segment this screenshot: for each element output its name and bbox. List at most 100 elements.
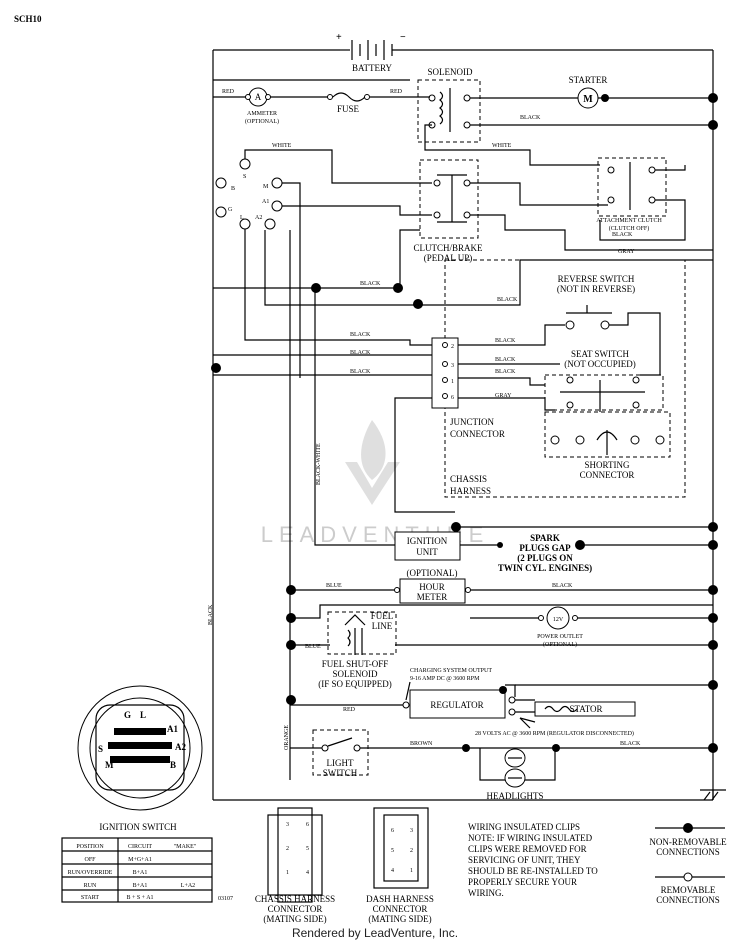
dash-pin: 3 bbox=[410, 828, 413, 834]
dash-conn-label-1: DASH HARNESS bbox=[366, 894, 434, 904]
regulator: REGULATOR bbox=[402, 689, 516, 719]
light-switch-label-2: SWITCH bbox=[323, 768, 358, 778]
term-a2: A2 bbox=[255, 215, 262, 221]
face-g: G bbox=[124, 710, 131, 720]
chassis-pin: 2 bbox=[286, 846, 289, 852]
junction-label-1: JUNCTION bbox=[450, 417, 494, 427]
chassis-pin: 3 bbox=[286, 822, 289, 828]
note-line: CLIPS WERE REMOVED FOR bbox=[468, 844, 587, 854]
fuel-shutoff-label-2: SOLENOID bbox=[333, 669, 378, 679]
wire-label-black: BLACK bbox=[520, 115, 541, 121]
hour-meter-label-2: METER bbox=[417, 592, 448, 602]
ammeter-label: AMMETER bbox=[247, 111, 277, 117]
fuel-shutoff-solenoid: FUEL LINE FUEL SHUT-OFF SOLENOID (IF SO … bbox=[318, 611, 397, 689]
face-a2: A2 bbox=[175, 742, 186, 752]
chassis-harness-connector: 3 6 2 5 1 4 CHASSIS HARNESS CONNECTOR (M… bbox=[255, 807, 335, 924]
spark-plugs-label: SPARK PLUGS GAP (2 PLUGS ON TWIN CYL. EN… bbox=[498, 533, 592, 573]
term-m: M bbox=[263, 184, 269, 190]
table-cell: RUN/OVERRIDE bbox=[68, 870, 113, 876]
headlights-label: HEADLIGHTS bbox=[487, 791, 544, 801]
solenoid-label: SOLENOID bbox=[428, 67, 473, 77]
wire-label-black-j2: BLACK bbox=[495, 357, 516, 363]
table-header: POSITION bbox=[76, 844, 104, 850]
fuel-line-label-1: FUEL bbox=[371, 611, 394, 621]
charging-label-2: 9-16 AMP DC @ 3600 RPM bbox=[410, 676, 480, 682]
wire-label-orange: ORANGE bbox=[284, 725, 290, 750]
table-cell: B+A1 bbox=[133, 883, 148, 889]
table-header: CIRCUIT bbox=[128, 844, 152, 850]
frame-wires bbox=[212, 49, 714, 801]
headlights: HEADLIGHTS bbox=[479, 748, 556, 801]
dash-pin: 6 bbox=[391, 828, 394, 834]
wire-label-black-3: BLACK bbox=[497, 297, 518, 303]
wire-label-black-6: BLACK bbox=[350, 369, 371, 375]
dash-pin: 5 bbox=[391, 848, 394, 854]
wire-label-red-1: RED bbox=[222, 89, 235, 95]
charging-label-1: CHARGING SYSTEM OUTPUT bbox=[410, 668, 492, 674]
hour-meter-optional: (OPTIONAL) bbox=[407, 568, 458, 578]
power-outlet-label: POWER OUTLET bbox=[537, 634, 583, 640]
ignition-switch-table: POSITION CIRCUIT "MAKE" OFF M+G+A1 RUN/O… bbox=[61, 837, 213, 903]
clutch-brake-sub: (PEDAL UP) bbox=[424, 253, 472, 263]
wire-label-brown: BROWN bbox=[410, 741, 433, 747]
fuel-shutoff-label-1: FUEL SHUT-OFF bbox=[322, 659, 389, 669]
face-b: B bbox=[170, 760, 176, 770]
power-outlet-v: 12V bbox=[553, 617, 564, 623]
dash-conn-label-2: CONNECTOR bbox=[373, 904, 428, 914]
table-cell: L+A2 bbox=[181, 883, 195, 889]
attachment-clutch-label: ATTACHMENT CLUTCH bbox=[596, 218, 662, 224]
wiring-notes: WIRING INSULATED CLIPS NOTE: IF WIRING I… bbox=[468, 822, 598, 898]
seat-switch: SEAT SWITCH (NOT OCCUPIED) bbox=[544, 349, 664, 412]
ground-symbol bbox=[700, 789, 726, 801]
spark-label-4: TWIN CYL. ENGINES) bbox=[498, 563, 592, 573]
svg-text:−: − bbox=[400, 32, 406, 43]
white-wires: WHITE WHITE bbox=[244, 124, 600, 378]
chassis-pin: 4 bbox=[306, 870, 309, 876]
ignition-unit: IGNITION UNIT bbox=[394, 531, 461, 561]
connection-legend: NON-REMOVABLE CONNECTIONS REMOVABLE CONN… bbox=[649, 823, 727, 905]
ignition-switch-title: IGNITION SWITCH bbox=[99, 822, 177, 832]
note-line: WIRING. bbox=[468, 888, 504, 898]
starter-motor: STARTER M bbox=[470, 75, 718, 109]
stator: STATOR 28 VOLTS AC @ 3600 RPM (REGULATOR… bbox=[475, 699, 636, 737]
svg-text:A: A bbox=[255, 92, 262, 102]
hour-meter-label-1: HOUR bbox=[419, 582, 445, 592]
reverse-switch-label: REVERSE SWITCH bbox=[558, 274, 635, 284]
face-s: S bbox=[98, 744, 103, 754]
light-switch: LIGHT SWITCH bbox=[312, 729, 369, 778]
table-cell: B + S + A1 bbox=[126, 895, 153, 901]
wire-label-black-left: BLACK bbox=[208, 604, 214, 625]
face-l: L bbox=[140, 710, 146, 720]
spark-label-2: PLUGS GAP bbox=[519, 543, 571, 553]
clutch-brake-switch: CLUTCH/BRAKE (PEDAL UP) bbox=[413, 159, 483, 263]
term-l: L bbox=[240, 215, 244, 221]
term-a1: A1 bbox=[262, 199, 269, 205]
dash-pin: 2 bbox=[410, 848, 413, 854]
seat-switch-label: SEAT SWITCH bbox=[571, 349, 630, 359]
ammeter: A AMMETER (OPTIONAL) RED bbox=[213, 87, 279, 125]
fuel-shutoff-label-3: (IF SO EQUIPPED) bbox=[318, 679, 392, 689]
note-line: SHOULD BE RE-INSTALLED TO bbox=[468, 866, 598, 876]
wire-label-gray-j: GRAY bbox=[495, 393, 512, 399]
wire-label-blue-2: BLUE bbox=[305, 644, 321, 650]
junction-connector: 2 3 1 6 JUNCTION CONNECTOR bbox=[431, 337, 505, 439]
chassis-harness-label-1: CHASSIS bbox=[450, 474, 487, 484]
dash-harness-connector: 6 3 5 2 4 1 DASH HARNESS CONNECTOR (MATI… bbox=[366, 807, 434, 924]
chassis-harness-label-2: HARNESS bbox=[450, 486, 491, 496]
starter-label: STARTER bbox=[569, 75, 608, 85]
reverse-switch-sub: (NOT IN REVERSE) bbox=[557, 284, 635, 294]
wire-label-red-3: RED bbox=[343, 707, 356, 713]
hour-meter: (OPTIONAL) HOUR METER bbox=[394, 568, 471, 604]
junction-label-2: CONNECTOR bbox=[450, 429, 505, 439]
chassis-pin: 5 bbox=[306, 846, 309, 852]
chassis-pin: 6 bbox=[306, 822, 309, 828]
junction-pin: 1 bbox=[451, 379, 454, 385]
part-number: 03107 bbox=[218, 896, 233, 902]
term-s: S bbox=[243, 174, 246, 180]
ignition-switch-face: G L A1 S A2 M B bbox=[77, 685, 203, 811]
spark-label-1: SPARK bbox=[530, 533, 560, 543]
ignition-unit-label-1: IGNITION bbox=[407, 536, 448, 546]
wire-label-black-white: BLACK-WHITE bbox=[316, 443, 322, 485]
light-switch-label-1: LIGHT bbox=[327, 758, 354, 768]
wire-label-black-hl: BLACK bbox=[620, 741, 641, 747]
